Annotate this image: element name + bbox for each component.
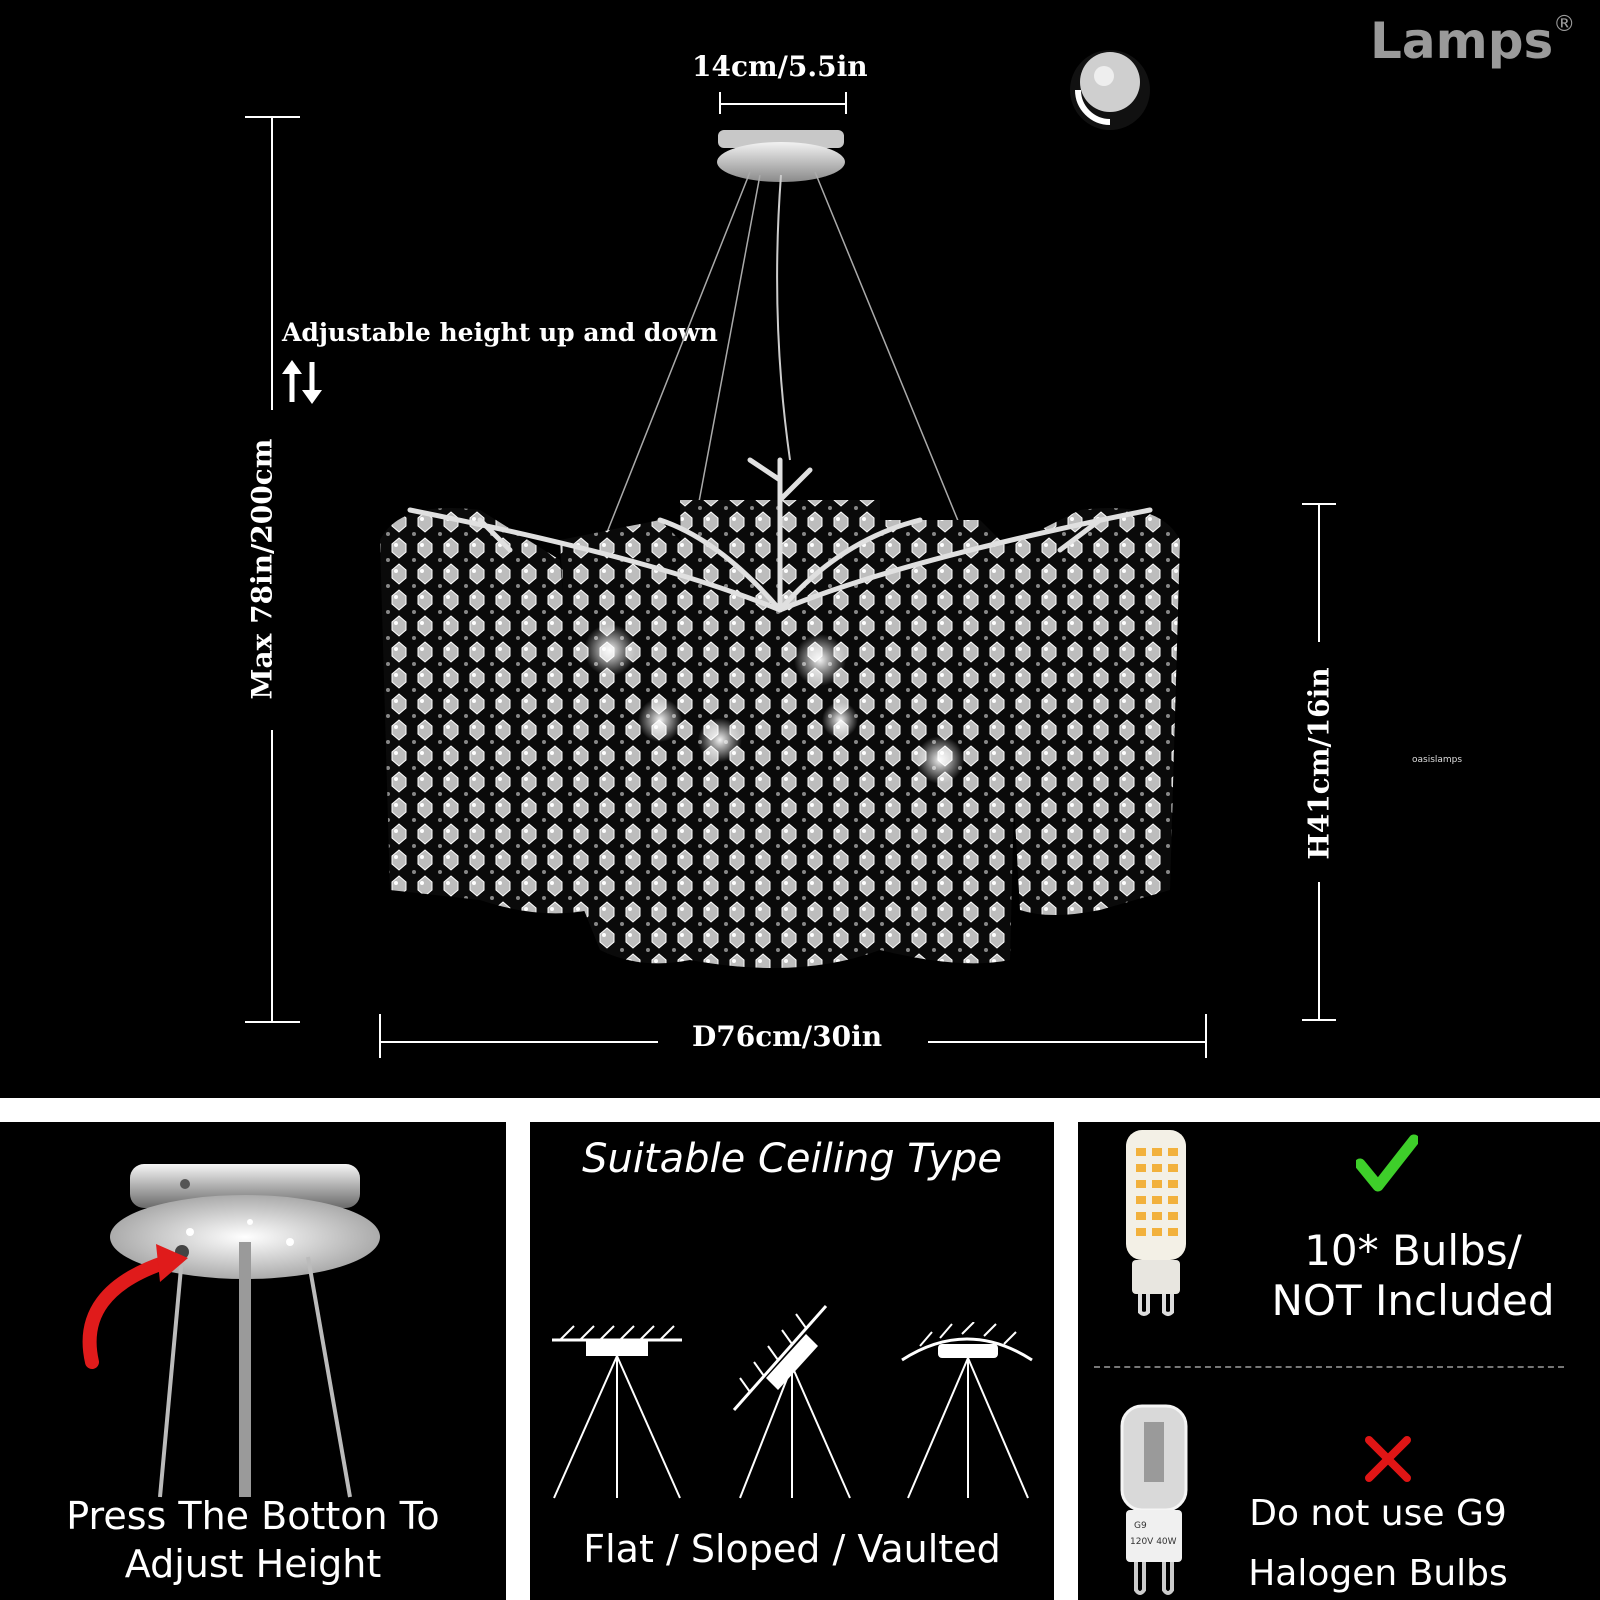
check-mark-icon [1356, 1134, 1418, 1192]
cross-mark-icon [1365, 1436, 1411, 1482]
vaulted-ceiling-icon [901, 1322, 1033, 1499]
bulbs-line1: 10* Bulbs/ [1304, 1226, 1522, 1275]
bulb-info-panel: 10* Bulbs/ NOT Included G9 120V 40W Do n… [1078, 1122, 1600, 1600]
sloped-ceiling-icon [732, 1305, 851, 1499]
max-height-line [245, 116, 300, 1023]
led-g9-bulb-image [1126, 1130, 1186, 1316]
halogen-warning-line1: Do not use G9 [1249, 1493, 1507, 1534]
halogen-warning-text: Do not use G9 Halogen Bulbs [1208, 1484, 1548, 1600]
canopy-width-label: 14cm/5.5in [692, 50, 868, 83]
product-dimension-section: Lamps® 14cm/5.5in Max 78in/200cm Adjusta… [0, 0, 1600, 1098]
canopy-width-line [719, 92, 847, 114]
brand-name: Lamps [1370, 12, 1554, 70]
watermark: oasislamps [1412, 755, 1463, 765]
halogen-warning-line2: Halogen Bulbs [1248, 1553, 1508, 1594]
bulbs-not-included-text: 10* Bulbs/ NOT Included [1228, 1226, 1598, 1326]
dimmer-dial-icon [1070, 50, 1150, 130]
registered-mark: ® [1553, 12, 1576, 37]
chandelier-height-line [1302, 503, 1336, 1021]
adjust-caption-line2: Adjust Height [124, 1542, 382, 1586]
halogen-label-g9: G9 [1134, 1521, 1147, 1531]
ceiling-type-panel: Suitable Ceiling Type [530, 1122, 1054, 1600]
halogen-g9-bulb-image: G9 120V 40W [1120, 1404, 1188, 1595]
red-curved-arrow-icon [82, 1244, 188, 1369]
up-down-arrows-icon [282, 360, 322, 404]
chandelier-height-label: H41cm/16in [1302, 667, 1336, 860]
diameter-label: D76cm/30in [692, 1020, 883, 1053]
ceiling-type-caption: Flat / Sloped / Vaulted [583, 1527, 1001, 1571]
adjust-caption-line1: Press The Botton To [66, 1494, 440, 1538]
adjust-caption: Press The Botton To Adjust Height [0, 1492, 506, 1588]
halogen-label-watt: 120V 40W [1130, 1537, 1177, 1547]
adjust-height-panel: Press The Botton To Adjust Height [0, 1122, 506, 1600]
brand-logo: Lamps® [1370, 12, 1575, 70]
flat-ceiling-icon [552, 1325, 682, 1499]
divider [1094, 1366, 1564, 1368]
diameter-line [379, 1014, 1207, 1058]
bulbs-line2: NOT Included [1271, 1276, 1555, 1325]
adjustable-height-label: Adjustable height up and down [282, 318, 718, 347]
max-height-label: Max 78in/200cm [245, 438, 279, 700]
ceiling-type-title: Suitable Ceiling Type [582, 1136, 1002, 1182]
crystal-chandelier-image [380, 130, 1180, 968]
